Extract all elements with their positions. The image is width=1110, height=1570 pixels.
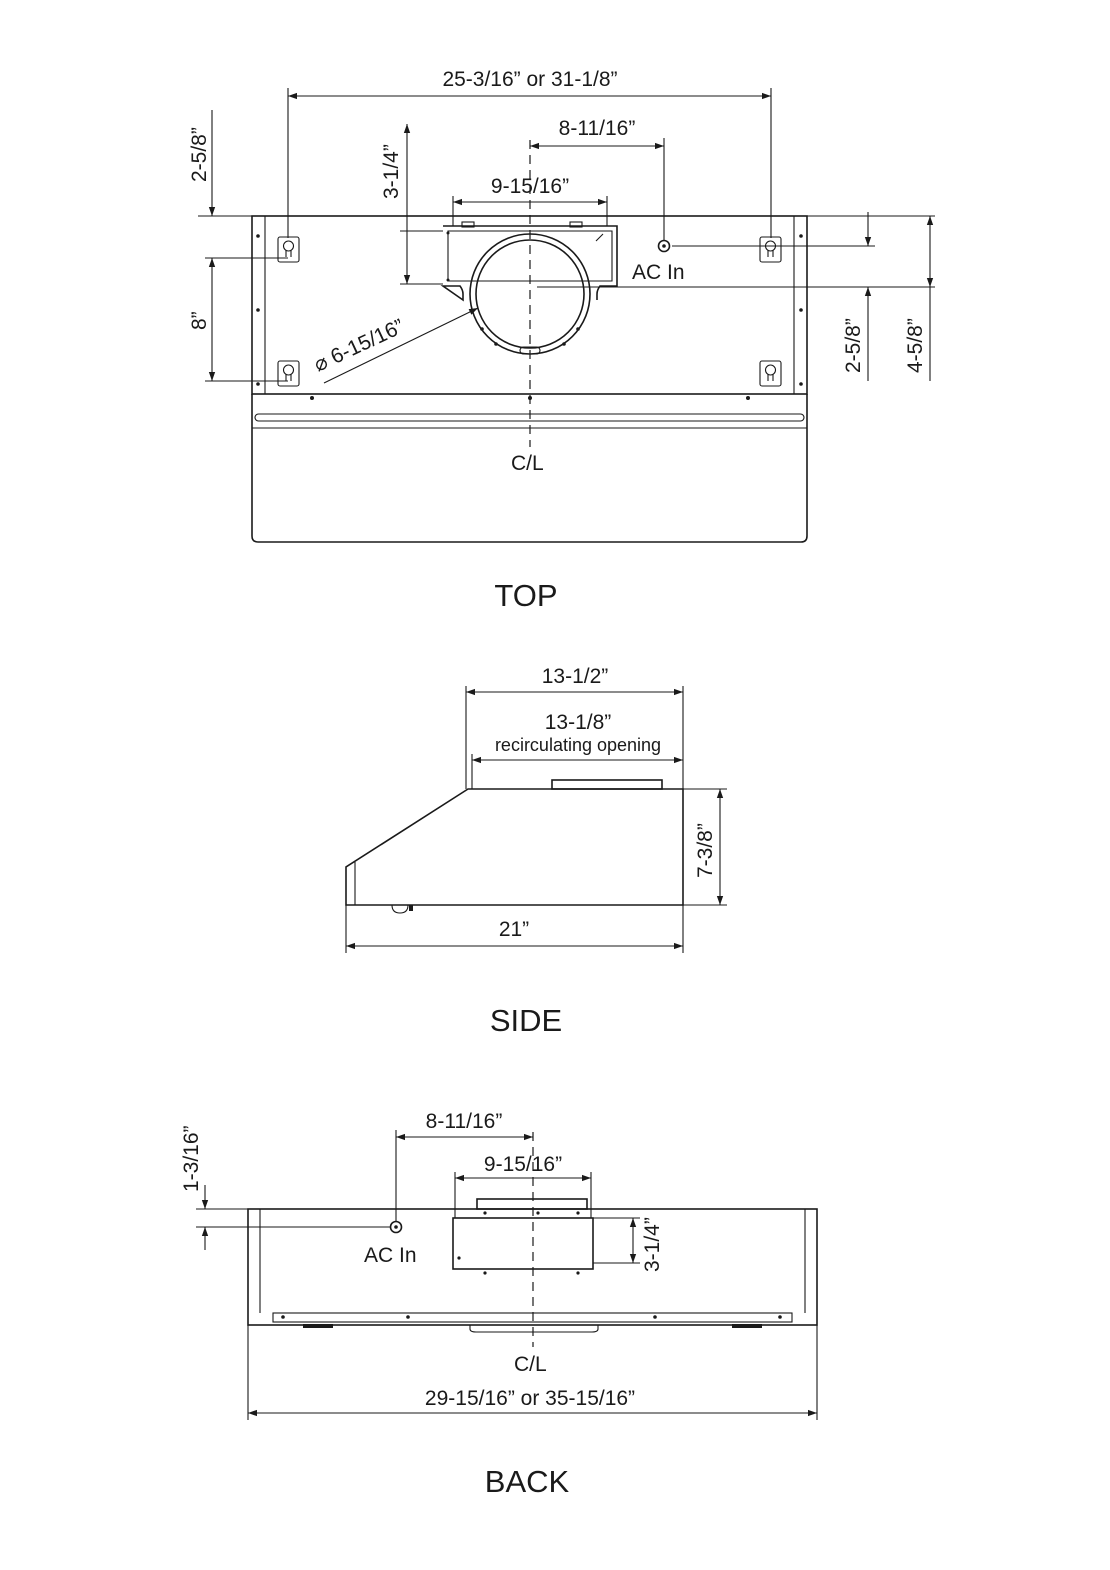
top-view-title: TOP bbox=[494, 578, 557, 613]
side-recirc-dim: 13-1/8” bbox=[545, 711, 612, 734]
top-view: AC In C/L 25-3/16” or 31-1/8” 8-11/16” 9… bbox=[188, 68, 935, 613]
top-duct-plate-depth: 3-1/4” bbox=[380, 144, 403, 199]
back-view: AC In C/L 8-11/16” 9-15/16” 1-3/16” 3-1/… bbox=[180, 1110, 818, 1499]
keyhole-slot-icon bbox=[759, 360, 782, 387]
back-view-title: BACK bbox=[485, 1464, 570, 1499]
back-ac-label: AC In bbox=[364, 1244, 417, 1267]
back-plate-width: 9-15/16” bbox=[484, 1153, 562, 1176]
side-height: 7-3/8” bbox=[694, 823, 717, 878]
top-ac-label: AC In bbox=[632, 261, 685, 284]
back-ac-height: 1-3/16” bbox=[180, 1125, 203, 1192]
back-duct-plate bbox=[452, 1217, 594, 1270]
back-duct-collar bbox=[476, 1198, 588, 1210]
top-back-to-ac: 2-5/8” bbox=[842, 318, 865, 373]
top-back-to-duct-center: 4-5/8” bbox=[904, 318, 927, 373]
keyhole-slot-icon bbox=[759, 236, 782, 263]
side-view: 13-1/2” 13-1/8” recirculating opening 7-… bbox=[345, 665, 727, 1038]
top-centerline-label: C/L bbox=[511, 452, 544, 475]
top-ac-offset: 8-11/16” bbox=[559, 117, 636, 140]
top-duct-diameter: ⌀ 6-15/16” bbox=[310, 315, 407, 377]
side-light-bulb bbox=[391, 904, 409, 914]
top-overall-width: 25-3/16” or 31-1/8” bbox=[442, 68, 617, 91]
side-view-title: SIDE bbox=[490, 1003, 562, 1038]
keyhole-slot-icon bbox=[277, 360, 300, 387]
top-duct-plate-width: 9-15/16” bbox=[491, 175, 569, 198]
top-hole-spacing: 8” bbox=[188, 311, 211, 330]
side-duct-collar bbox=[551, 779, 663, 790]
back-ac-inlet-icon bbox=[389, 1220, 403, 1234]
side-recirc-label: recirculating opening bbox=[495, 735, 661, 755]
side-depth: 21” bbox=[499, 918, 529, 941]
top-front-panel bbox=[251, 394, 808, 543]
back-plate-height: 3-1/4” bbox=[641, 1217, 664, 1272]
back-ac-offset: 8-11/16” bbox=[426, 1110, 503, 1133]
side-top-depth: 13-1/2” bbox=[542, 665, 609, 688]
side-profile bbox=[345, 788, 684, 906]
ac-inlet-icon bbox=[657, 239, 671, 253]
duct-collar-inner bbox=[475, 239, 585, 349]
duct-mounting-plate bbox=[440, 225, 618, 302]
back-overall-width: 29-15/16” or 35-15/16” bbox=[425, 1387, 635, 1410]
top-back-to-hole: 2-5/8” bbox=[188, 127, 211, 182]
back-centerline-label: C/L bbox=[514, 1353, 547, 1376]
